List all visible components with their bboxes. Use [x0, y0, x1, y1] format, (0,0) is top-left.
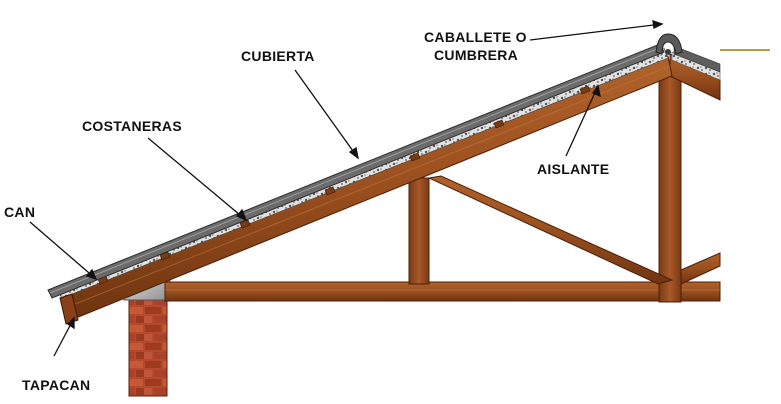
vertical-post-center: [408, 177, 430, 285]
label-can: CAN: [4, 204, 35, 220]
label-aislante: AISLANTE: [537, 161, 609, 177]
vertical-post-king: [658, 69, 682, 303]
ridge-cap: [655, 33, 683, 55]
label-costaneras: COSTANERAS: [82, 118, 182, 134]
leader-lines: [29, 20, 664, 357]
bottom-chord: [164, 281, 721, 302]
label-cubierta: CUBIERTA: [241, 48, 315, 64]
diagonal-strut: [427, 175, 674, 285]
label-caballete-line1: CABALLETE O: [424, 29, 527, 45]
purlins: [97, 85, 591, 285]
right-rafter: [669, 45, 721, 101]
label-tapacan: TAPACAN: [22, 377, 90, 393]
fascia-board: [59, 293, 79, 325]
right-strut: [680, 252, 721, 285]
roof-sheet: [47, 43, 665, 299]
label-caballete-line2: CUMBRERA: [434, 47, 518, 63]
main-rafter: [61, 55, 673, 319]
